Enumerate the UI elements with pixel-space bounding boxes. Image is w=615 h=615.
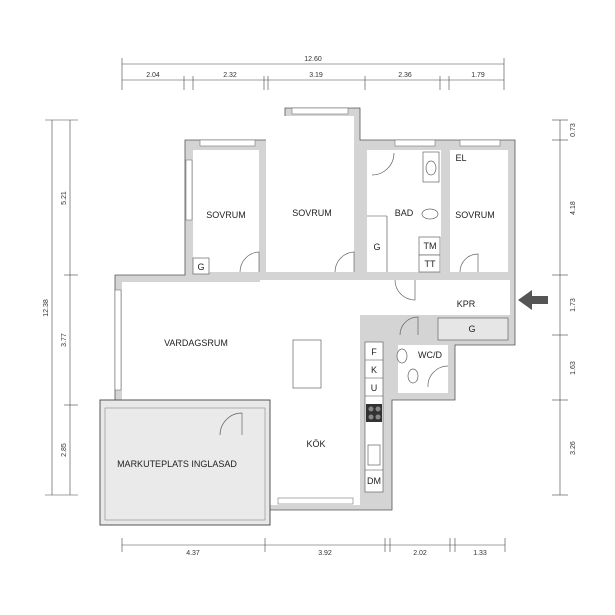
dim-left-2: 3.77 <box>61 333 68 347</box>
fixture-g-closet: G <box>373 242 380 252</box>
dim-left-3: 2.85 <box>61 443 68 457</box>
room-label-bad: BAD <box>395 208 414 218</box>
dim-top-5: 1.79 <box>471 72 485 79</box>
toilet-icon <box>421 208 439 220</box>
dim-bottom-4: 1.33 <box>473 550 487 557</box>
dim-top-3: 3.19 <box>309 72 323 79</box>
dim-right-3: 1.73 <box>570 298 577 312</box>
fixture-tt: TT <box>425 259 436 269</box>
room-label-kpr: KPR <box>457 299 476 309</box>
dimensions-top: 12.60 2.04 2.32 3.19 2.36 1.79 <box>121 56 505 90</box>
stove-icon <box>366 404 382 422</box>
kitchen-sink-icon <box>367 444 381 466</box>
balcony-floor <box>104 407 266 521</box>
dimensions-left: 12.38 5.21 3.77 2.85 <box>43 119 78 496</box>
dim-left-1: 5.21 <box>61 191 68 205</box>
room-label-wcd: WC/D <box>418 350 442 360</box>
fixture-tm: TM <box>424 241 437 251</box>
fixture-dm: DM <box>367 476 381 486</box>
dim-top-4: 2.36 <box>398 72 412 79</box>
doors <box>219 152 479 436</box>
dim-top-1: 2.04 <box>146 72 160 79</box>
room-label-kok: KÖK <box>306 439 325 449</box>
fixture-f: F <box>371 347 377 357</box>
sink-icon <box>425 160 437 176</box>
wc-sink-icon <box>396 348 408 364</box>
arrow-left-icon <box>518 290 548 310</box>
dim-right-2: 4.18 <box>570 201 577 215</box>
dim-bottom-1: 4.37 <box>186 550 200 557</box>
dim-right-5: 3.26 <box>570 441 577 455</box>
fixture-g-hall: G <box>468 324 475 334</box>
kitchen-island <box>292 339 322 389</box>
dim-bottom-3: 2.02 <box>413 550 427 557</box>
fixture-k: K <box>371 365 377 375</box>
room-label-sovrum-2: SOVRUM <box>292 208 332 218</box>
windows <box>114 107 501 505</box>
fixture-el: EL <box>455 153 466 163</box>
room-label-markuteplats: MARKUTEPLATS INGLASAD <box>117 459 237 469</box>
dimensions-bottom: 4.37 3.92 2.02 1.33 <box>121 538 506 557</box>
wc-toilet-icon <box>407 368 419 384</box>
fixture-u: U <box>371 383 378 393</box>
rooms <box>122 116 510 505</box>
dimensions-right: 0.73 4.18 1.73 1.63 3.26 <box>552 119 577 496</box>
dim-top-2: 2.32 <box>223 72 237 79</box>
bath-fixtures <box>396 151 441 384</box>
dim-bottom-2: 3.92 <box>318 550 332 557</box>
dim-left-total: 12.38 <box>43 299 50 317</box>
fixture-g-bedroom: G <box>197 262 204 272</box>
dim-top-total: 12.60 <box>304 56 322 63</box>
dim-right-1: 0.73 <box>570 123 577 137</box>
room-label-sovrum-3: SOVRUM <box>455 210 495 220</box>
room-label-sovrum-1: SOVRUM <box>206 210 246 220</box>
kitchen-counter <box>292 339 384 493</box>
room-label-vardagsrum: VARDAGSRUM <box>164 338 228 348</box>
dim-right-4: 1.63 <box>570 361 577 375</box>
